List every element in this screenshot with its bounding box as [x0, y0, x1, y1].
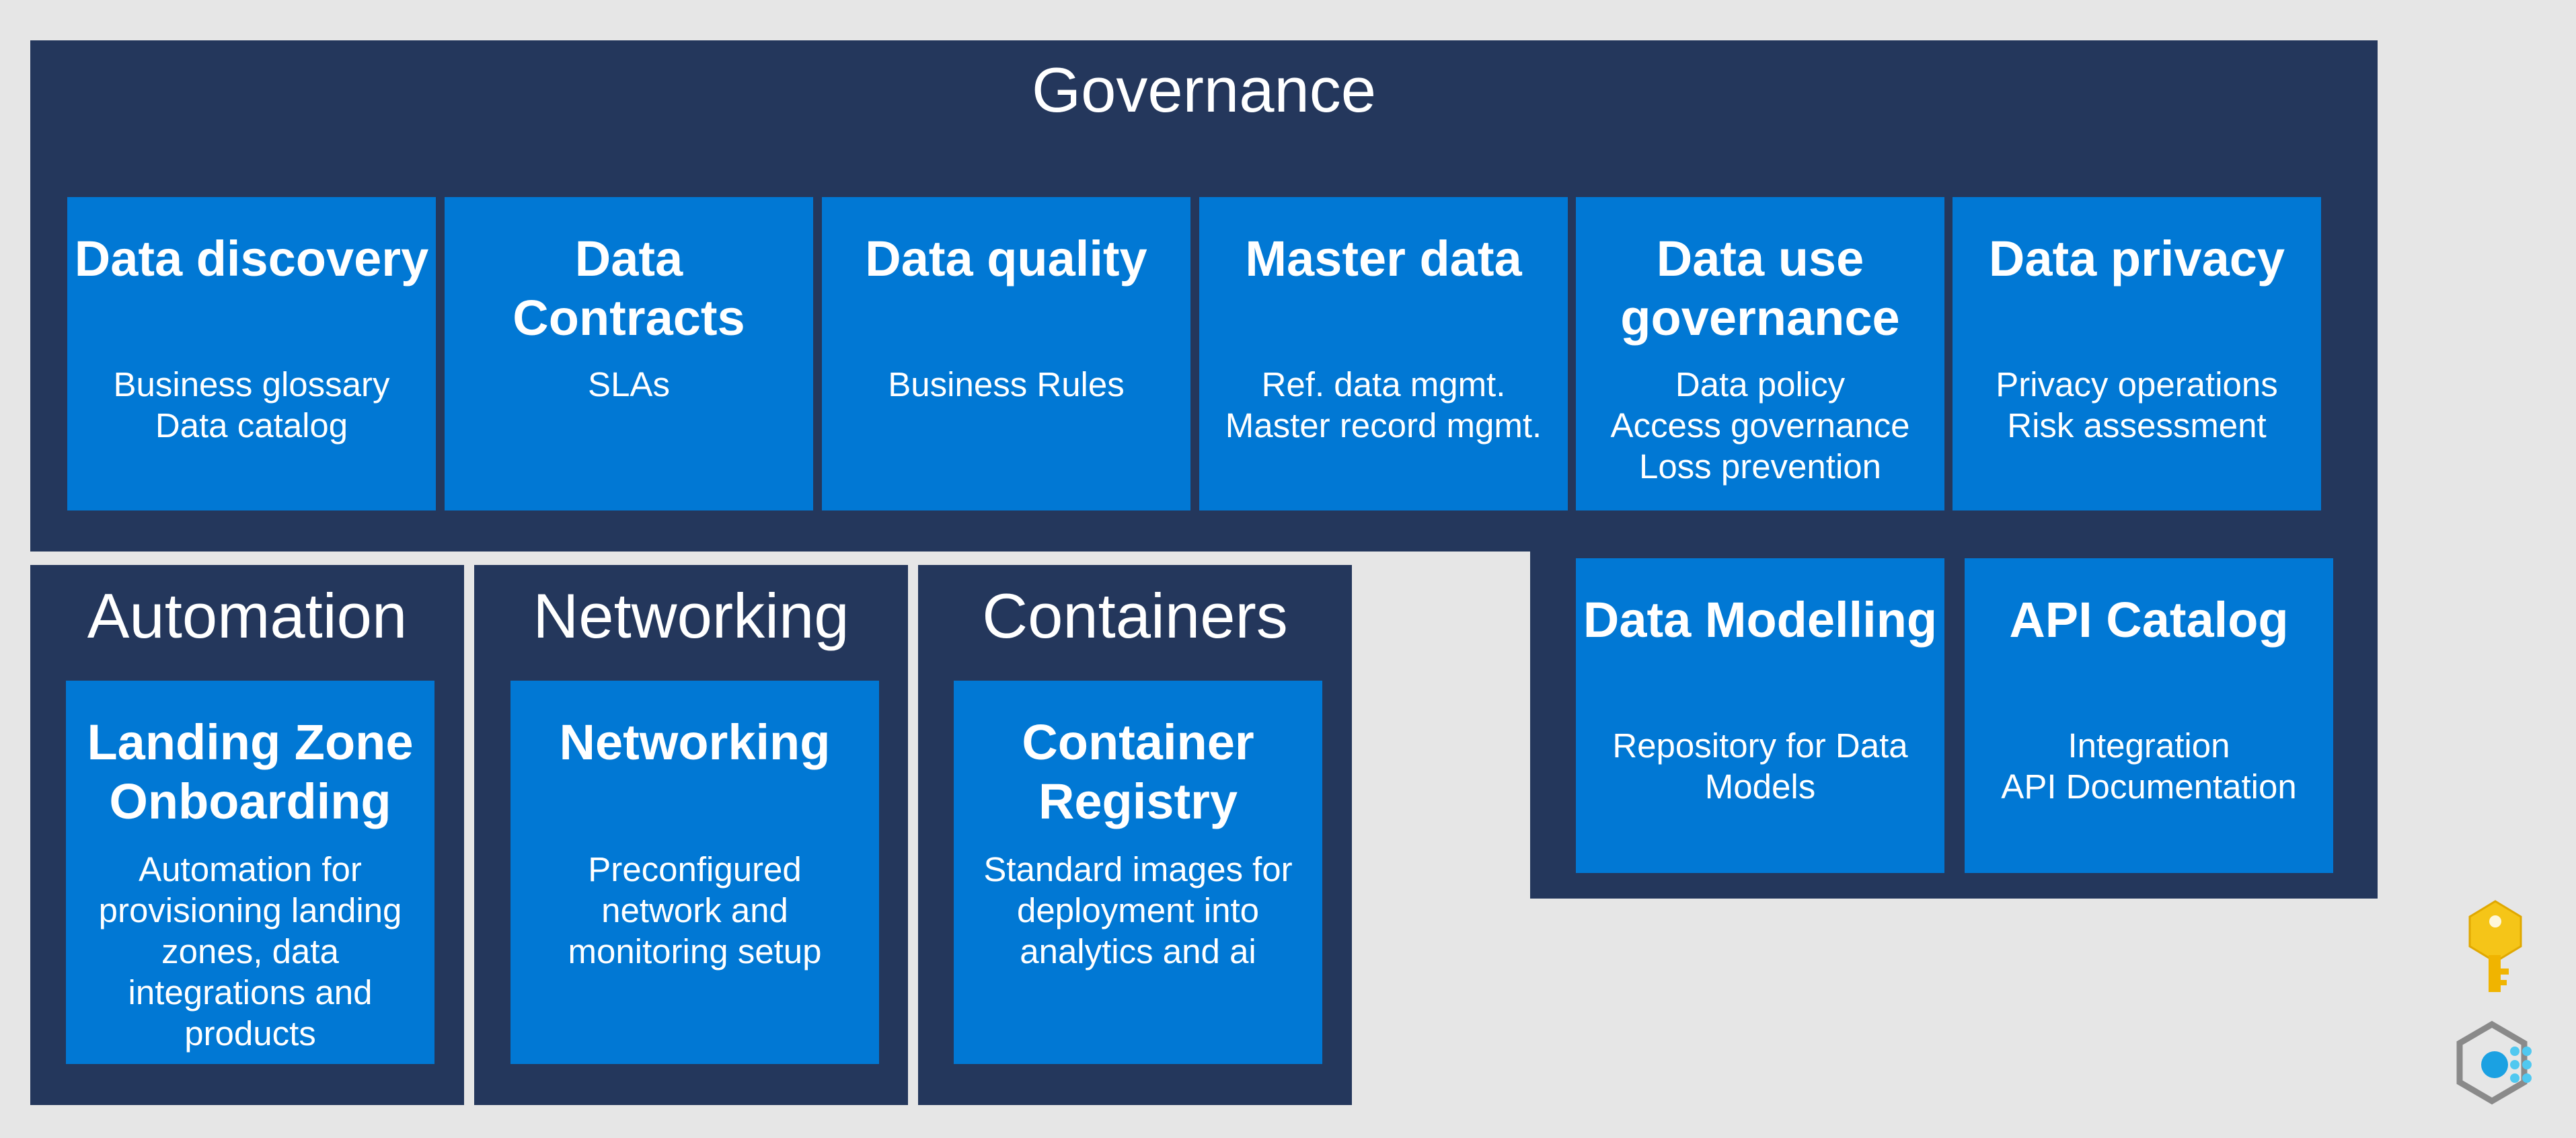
card-body: Business Rules: [888, 365, 1125, 404]
card-master-data: Master data Ref. data mgmt. Master recor…: [1199, 197, 1568, 510]
card-body: Preconfigured network and monitoring set…: [568, 850, 822, 971]
card-title: Data quality: [865, 231, 1147, 287]
networking-title: Networking: [533, 580, 849, 651]
card-body: Standard images for deployment into anal…: [983, 850, 1293, 971]
card-title: Container Registry: [1022, 714, 1254, 829]
card-title: Data Contracts: [513, 231, 745, 346]
container-registry-icon: [2456, 1020, 2532, 1105]
card-container-registry: Container Registry Standard images for d…: [954, 681, 1322, 1064]
card-title: Data Modelling: [1583, 592, 1938, 648]
governance-title: Governance: [1031, 54, 1377, 125]
key-vault-icon: [2468, 900, 2522, 992]
card-body: Business glossary Data catalog: [113, 365, 390, 445]
card-data-use-governance: Data use governance Data policy Access g…: [1576, 197, 1944, 510]
card-data-quality: Data quality Business Rules: [822, 197, 1190, 510]
card-title: Data use governance: [1620, 231, 1900, 346]
card-title: Landing Zone Onboarding: [87, 714, 414, 829]
card-data-contracts: Data Contracts SLAs: [445, 197, 813, 510]
card-api-catalog: API Catalog Integration API Documentatio…: [1965, 558, 2333, 873]
card-body: Privacy operations Risk assessment: [1996, 365, 2278, 445]
card-data-privacy: Data privacy Privacy operations Risk ass…: [1953, 197, 2321, 510]
card-title: Networking: [559, 714, 831, 770]
automation-title: Automation: [87, 580, 408, 651]
card-body: Automation for provisioning landing zone…: [98, 850, 402, 1053]
containers-title: Containers: [982, 580, 1288, 651]
card-body: SLAs: [588, 365, 670, 404]
card-networking: Networking Preconfigured network and mon…: [510, 681, 879, 1064]
card-title: API Catalog: [2009, 592, 2289, 648]
card-landing-zone-onboarding: Landing Zone Onboarding Automation for p…: [66, 681, 434, 1064]
card-title: Data discovery: [74, 231, 429, 287]
card-body: Data policy Access governance Loss preve…: [1610, 365, 1910, 486]
card-body: Integration API Documentation: [2001, 726, 2297, 806]
card-body: Repository for Data Models: [1612, 726, 1908, 806]
card-data-modelling: Data Modelling Repository for Data Model…: [1576, 558, 1944, 873]
card-title: Data privacy: [1988, 231, 2285, 287]
card-body: Ref. data mgmt. Master record mgmt.: [1225, 365, 1542, 445]
card-data-discovery: Data discovery Business glossary Data ca…: [67, 197, 436, 510]
card-title: Master data: [1245, 231, 1522, 287]
